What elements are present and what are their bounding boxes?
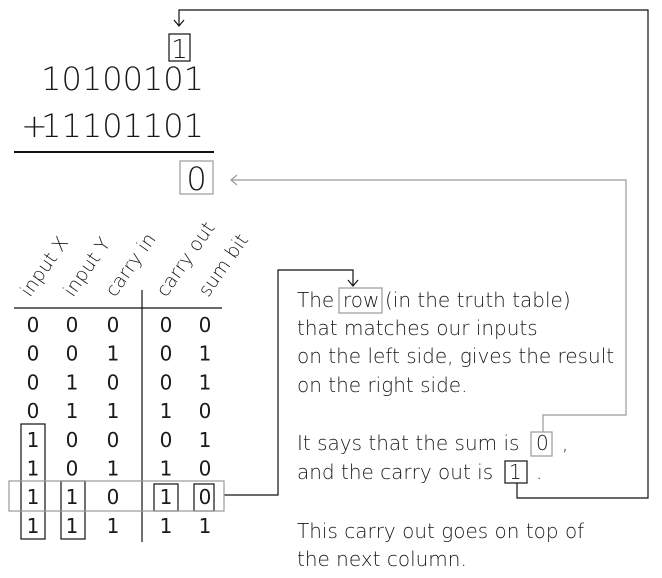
sum-arrow (230, 174, 627, 432)
explanation-line-3: on the left side, gives the result (297, 344, 614, 368)
cell-input-y-row-1: 0 (66, 313, 79, 337)
operand-b: 11101101 (41, 107, 204, 145)
row-arrowhead (347, 279, 359, 287)
cell-input-y-row-2: 0 (66, 342, 79, 366)
carry-arrow (173, 9, 649, 499)
carry-box (168, 33, 191, 62)
sum-digit: 0 (186, 160, 206, 198)
cell-carry-out-row-6: 1 (160, 457, 173, 481)
cell-input-x-row-6: 1 (27, 457, 40, 481)
cell-input-y-row-4: 1 (66, 399, 79, 423)
truth-table: input X input Y carry in carry out sum b… (8, 218, 253, 542)
cell-carry-out-row-2: 0 (160, 342, 173, 366)
cell-carry-in-row-6: 1 (107, 457, 120, 481)
row-word-box (338, 287, 383, 314)
cell-carry-in-row-3: 0 (107, 370, 120, 394)
explanation-line-1: The row (in the truth table) (297, 288, 571, 312)
cell-input-x-row-3: 0 (27, 370, 40, 394)
cell-input-x-row-2: 0 (27, 342, 40, 366)
sum-value-box (530, 431, 553, 457)
cell-sum-bit-row-1: 0 (199, 313, 212, 337)
cell-input-y-row-3: 1 (66, 370, 79, 394)
carry-suffix: . (536, 460, 542, 484)
cell-sum-bit-row-4: 0 (199, 399, 212, 423)
header-carry-in: carry in (101, 229, 161, 301)
sum-value: 0 (536, 431, 549, 455)
cell-input-y-row-6: 0 (66, 457, 79, 481)
cell-carry-out-row-4: 1 (160, 399, 173, 423)
sum-sentence: It says that the sum is 0 , (297, 431, 568, 455)
cell-carry-in-row-8: 1 (107, 514, 120, 538)
cell-input-y-row-7: 1 (66, 485, 79, 509)
cell-carry-out-row-7: 1 (160, 485, 173, 509)
cell-carry-in-row-5: 0 (107, 428, 120, 452)
addition-block: 1 10100101 + 11101101 0 (14, 33, 214, 198)
table-cells: 0 0 0 0 0 0 0 1 0 1 0 1 0 0 1 0 1 1 1 0 1 0 0 0 1 1 0 1 1 0 1 1 0 1 0 1 1 1 1 1 (27, 313, 212, 538)
explanation: The row (in the truth table) that matche… (297, 287, 614, 571)
cell-carry-out-row-1: 0 (160, 313, 173, 337)
row-word: row (343, 288, 379, 312)
cell-input-x-row-8: 1 (27, 514, 40, 538)
line1-prefix: The (297, 288, 334, 312)
cell-sum-bit-row-6: 0 (199, 457, 212, 481)
cell-carry-in-row-7: 0 (107, 485, 120, 509)
cell-input-y-row-5: 0 (66, 428, 79, 452)
cell-sum-bit-row-7: 0 (199, 485, 212, 509)
cell-sum-bit-row-5: 1 (199, 428, 212, 452)
cell-carry-in-row-1: 0 (107, 313, 120, 337)
sum-arrowhead (230, 174, 238, 186)
carry-value: 1 (509, 460, 522, 484)
line1-suffix: (in the truth table) (385, 288, 571, 312)
note-line-1: This carry out goes on top of (297, 519, 584, 543)
cell-input-x-row-1: 0 (27, 313, 40, 337)
cell-carry-in-row-2: 1 (107, 342, 120, 366)
row-arrow (224, 269, 359, 496)
sum-prefix: It says that the sum is (297, 431, 519, 455)
cell-sum-bit-row-3: 1 (199, 370, 212, 394)
plus-sign: + (21, 107, 48, 145)
sum-box (179, 160, 214, 195)
cell-carry-out-row-5: 0 (160, 428, 173, 452)
cell-input-x-row-5: 1 (27, 428, 40, 452)
sum-suffix: , (562, 431, 568, 455)
carry-value-box (504, 460, 528, 484)
cell-carry-out-row-3: 0 (160, 370, 173, 394)
cell-input-y-row-8: 1 (66, 514, 79, 538)
cell-input-x-row-7: 1 (27, 485, 40, 509)
carry-arrowhead (173, 19, 185, 27)
row-connector-line (224, 269, 354, 496)
carry-sentence: and the carry out is 1 . (297, 460, 542, 484)
cell-input-x-row-4: 0 (27, 399, 40, 423)
carry-prefix: and the carry out is (297, 460, 493, 484)
cell-carry-in-row-4: 1 (107, 399, 120, 423)
matching-row-highlight (8, 480, 225, 512)
cell-carry-out-row-8: 1 (160, 514, 173, 538)
explanation-line-2: that matches our inputs (297, 316, 538, 340)
carry-connector-line (178, 9, 649, 499)
note-line-2: the next column. (297, 547, 467, 571)
cell-sum-bit-row-8: 1 (199, 514, 212, 538)
cell-sum-bit-row-2: 1 (199, 342, 212, 366)
carry-digit: 1 (171, 35, 188, 65)
explanation-line-4: on the right side. (297, 373, 467, 397)
operand-a: 10100101 (41, 60, 204, 98)
sum-connector-line (232, 179, 627, 432)
